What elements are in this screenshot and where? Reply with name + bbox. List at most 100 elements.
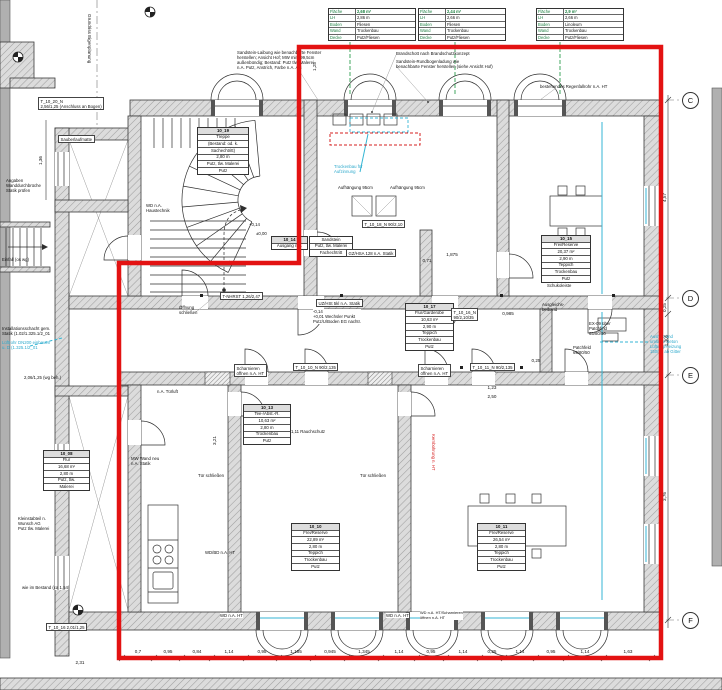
dim-bottom: 1,14 [394,649,404,654]
room-row: Putz [425,343,434,349]
room-id: 10_08 [44,451,89,458]
finish-label: Boden [537,22,564,28]
room-label-ausgang: 10_14 Ausgang n.n. [271,236,308,251]
note-line: Haustechnik [146,208,170,214]
grid-bubble-e: E [682,367,699,384]
door-tag-t-10-18: T_10_18_N 90/2,10 [362,220,405,229]
finish-label: LH [419,15,446,21]
note-einfall: Einfall (os wg) [2,257,29,262]
dim-inner: 0,25 [531,358,541,363]
finish-label: LH [537,15,564,21]
dim-bottom: 0,945 [324,649,336,654]
finish-height: 2,66 m [447,15,460,21]
room-row: (Bestand: od. k. [198,141,248,149]
dim-inner: 3,21 [211,436,217,445]
dim-bottom: 0,84 [192,649,202,654]
room-row: Putz [561,275,571,281]
note-patchfeld: Patchfeld 69/80/50 [573,345,591,355]
door-tag-t-10-11: T_10_11_N 90/2,135 [470,363,516,372]
note-grundriss: Grundriss Eigenplanung [87,14,92,64]
finish-ceiling: Putz/Fliesen [447,34,470,40]
note-tuerluft: n.A. Türluft [157,389,178,394]
finish-ceiling: Putz/Fliesen [357,34,380,40]
note-uz-hst: UZ/HSt 5kl n.A. Statik [316,299,363,308]
fixtures [147,113,627,604]
note-aufhaengung-1: Aufhängung 95cm [338,185,373,190]
note-regenfallrohr: bestehendes Regenfallrohr n.A. HT [540,84,608,89]
finish-label: LH [329,15,356,21]
room-row: 16,68 m² [44,464,89,472]
note-line: u. D (1.325.1/2_01 [2,345,38,351]
note-line: benachbarte Fenster herstellen (siehe An… [396,64,493,70]
finish-label: Decke [329,35,356,41]
note-schukoleiste: Schukoleiste [547,283,572,288]
door-tag-line: T_10_20_N [40,98,63,104]
note-wd-haustechnik: WD n.A. Haustechnik [146,203,170,213]
room-row: 20,37 m² [542,249,590,257]
note-line: Kleinstabteil n. [18,516,46,521]
note-tuer-schliessen-2: Tür schließen [360,473,387,478]
dim-bottom: 1,185 [290,649,302,654]
note-line: Putz tlw. Malerei [18,526,50,532]
dim-bottom: 0,95 [546,649,556,654]
door-tag-line: 2,56/1,25 (Anschluss an Bogen) [40,103,102,109]
dim-bottom: 1,63 [623,649,633,654]
finish-area: 2,9 m² [565,8,577,14]
note-aufhaengung-2: Aufhängung 95cm [390,185,425,190]
note-line: Lüftung/Heizung [650,344,682,350]
note-kernbohrung: Kernbohrung n. HT [431,434,436,471]
grid-letter: E [687,371,693,380]
note-line: beiband [542,307,558,313]
note-ex09: EX-09 über Patchfeld 65/80/50 [589,321,611,336]
finish-wall: Trockenbau [565,28,587,34]
finish-floor: Fliesen [447,21,461,27]
door-tag-t-10-10: T_10_10_N 90/2,135 [293,363,339,372]
note-line: öffnen n.A. HT [420,614,446,620]
note-angaben: Angaben Wanddurchbrüche Statik prüfen [6,178,41,193]
note-kleinstabteil: Kleinstabteil n. Wunsch AG Putz tlw. Mal… [18,516,49,531]
room-row: Putz [497,563,506,569]
note-line: öffnen n.A. HT [236,370,265,376]
grid-letter: D [687,294,694,303]
room-label-10-08: 10_08 Flur 16,68 m² 2,80 m Putz, tlw. Ma… [43,450,90,492]
finish-height: 2,86 m [357,15,370,21]
note-rundbogen: Sandstein-Rundbogenladung wie benachbart… [396,59,493,69]
door-tag-t-10-16n: T_10_16_N 90/2,10/35 [451,308,479,322]
finish-wall: Trockenbau [357,28,379,34]
finish-label: Fläche [537,9,564,15]
room-label-treppe: 10_19 Treppe (Bestand: od. k. Sachechtri… [197,127,249,175]
note-bestand: wie im Bestand (ca 1,54) [22,585,70,590]
finish-area: 2,44 m² [447,8,462,14]
grid-letter: F [688,616,693,625]
note-line: Putz/U/Boden EG nachtr. [313,319,362,325]
room-row: Putz [218,167,228,173]
finish-label: Boden [419,22,446,28]
dim-bottom: 0,7 [134,649,142,654]
hvac-lines [29,117,650,600]
grid-letter: C [687,96,694,105]
room-row: Putz [311,563,320,569]
room-label-10-11: 10_11 Frei/Reserve 26,54 m² 2,80 m Teppi… [477,523,526,571]
dim-bottom: 1,345 [358,649,370,654]
note-ausgleich: Ausgleichs- beiband [542,302,564,312]
note-line: Angaben [6,178,24,183]
note-wd-bd: WD/BD n.A. HT [205,550,236,555]
door-tag-nhrst: T-NHRST 1,26/2,47 [220,292,263,301]
finish-wall: Trockenbau [447,28,469,34]
note-oeffnung-schliessen: Öffnung schließen [179,305,197,315]
room-row: 10,63 m² [406,317,453,325]
dim-inner: 1,36 [37,156,43,165]
note-wd-2: WD n.A. HT [386,613,409,619]
note-scharnier-1: Scharnieren öffnen n.A. HT [234,364,267,378]
note-line: Wunsch AG [18,521,41,527]
note-line: Statik (1.02/1.325.1/2_01 [2,331,51,337]
room-row: 10,63 m² [244,418,290,426]
note-steigung: 9*19,5/26,5 [216,260,238,265]
door-swings [103,231,613,446]
note-installationsschacht: Installationsschacht gem. Statik (1.02/1… [2,326,50,336]
note-tuer-schliessen-1: Tür schließen [198,473,225,478]
